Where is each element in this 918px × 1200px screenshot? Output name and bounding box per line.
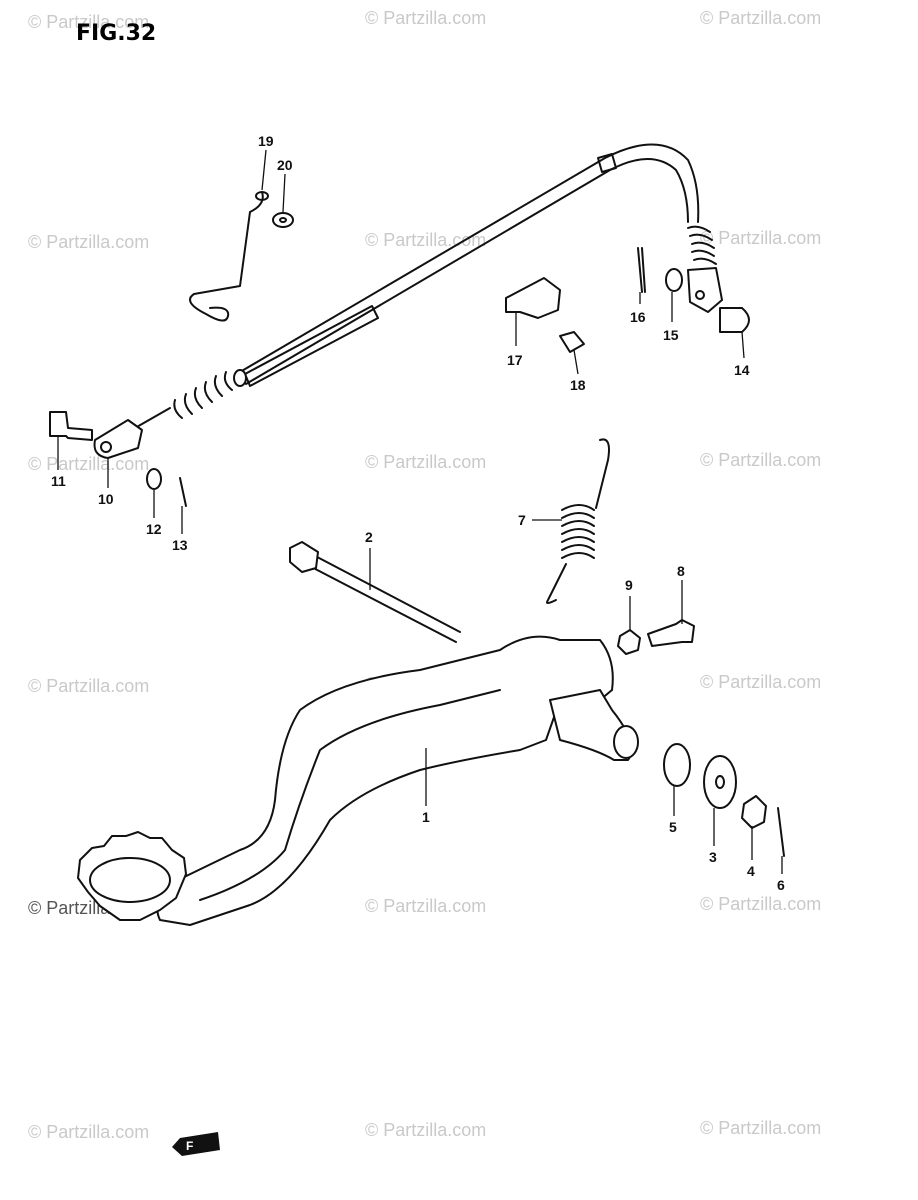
callout-2: 2 [365,529,373,545]
watermark-layer: © Partzilla.com © Partzilla.com © Partzi… [28,8,821,1142]
watermark: © Partzilla.com [28,232,149,252]
watermark: © Partzilla.com [28,1122,149,1142]
leader-lines [57,149,783,874]
watermark: © Partzilla.com [700,672,821,692]
part-6-pin [777,807,785,857]
part-1-brake-pedal [77,635,639,926]
part-5-oring [663,743,691,787]
part-17-bracket [505,277,561,319]
part-15-washer [665,268,683,292]
callout-13: 13 [172,537,188,553]
part-3-hole [715,775,725,789]
callout-6: 6 [777,877,785,893]
callout-12: 12 [146,521,162,537]
callout-5: 5 [669,819,677,835]
front-arrow-label: F [186,1139,193,1153]
part-4-nut [741,795,767,829]
part-12-washer [146,468,162,490]
part-18-bolt [559,331,585,353]
watermark: © Partzilla.com [365,452,486,472]
part-9-nut [617,629,641,655]
part-14-pin [719,307,750,333]
callout-16: 16 [630,309,646,325]
part-7-spring [546,438,610,604]
part-13-pin [179,477,187,507]
callout-14: 14 [734,362,750,378]
watermark: © Partzilla.com [700,1118,821,1138]
part-2-long-bolt [297,547,461,643]
front-arrow-icon: F [172,1132,220,1156]
callout-20: 20 [277,157,293,173]
callout-11: 11 [51,473,66,489]
watermark: © Partzilla.com [365,8,486,28]
callout-4: 4 [747,863,755,879]
watermark: © Partzilla.com [28,12,149,32]
part-19-clip [189,191,264,322]
callout-15: 15 [663,327,679,343]
part-8-bolt [647,619,695,647]
part-3-washer [703,755,737,809]
watermark: © Partzilla.com [700,228,821,248]
part-20-washer [272,212,294,228]
part-16-pin [637,247,646,293]
callout-19: 19 [258,133,274,149]
callout-9: 9 [625,577,633,593]
watermark: © Partzilla.com [365,230,486,250]
watermark: © Partzilla.com [28,454,149,474]
callouts: 19 20 17 18 16 15 14 11 10 12 13 7 2 8 9… [51,133,785,893]
callout-1: 1 [422,809,430,825]
callout-3: 3 [709,849,717,865]
watermark: © Partzilla.com [365,1120,486,1140]
callout-17: 17 [507,352,523,368]
callout-7: 7 [518,512,526,528]
watermark: © Partzilla.com [700,450,821,470]
callout-10: 10 [98,491,114,507]
figure-title: FIG.32 [76,21,156,46]
brake-cable [93,143,723,459]
watermark: © Partzilla.com [700,8,821,28]
callout-18: 18 [570,377,586,393]
callout-8: 8 [677,563,685,579]
part-19-eyelet [255,191,269,201]
part-11-bolt [49,411,93,441]
part-2-bolt-head [289,541,319,573]
part-20-hole [279,217,287,223]
watermark: © Partzilla.com [28,676,149,696]
watermark: © Partzilla.com [365,896,486,916]
watermark: © Partzilla.com [700,894,821,914]
